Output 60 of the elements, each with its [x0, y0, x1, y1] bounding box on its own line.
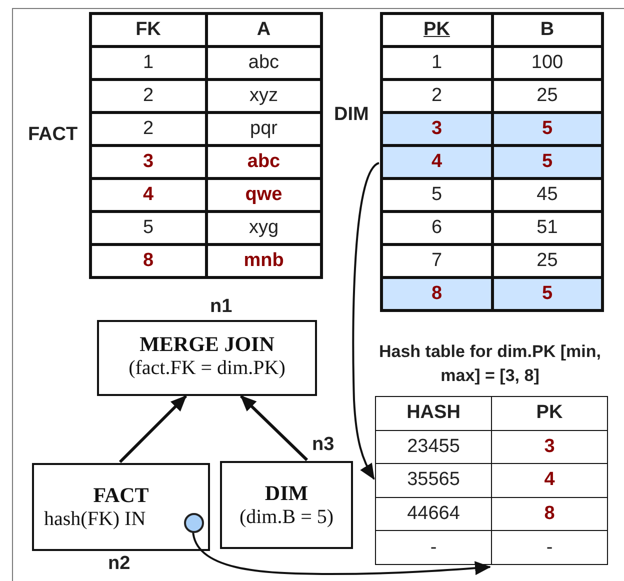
column-header: A [206, 14, 322, 46]
table-value: 1 [90, 46, 206, 80]
table-value: 2 [90, 112, 206, 146]
table-value: 5 [90, 212, 206, 244]
table-value: - [492, 530, 608, 564]
column-header: B [492, 14, 602, 46]
table-value: 8 [382, 278, 492, 310]
operator-box [220, 461, 353, 549]
table-title: FACT [28, 124, 78, 146]
table-value: mnb [206, 244, 322, 278]
arrow [118, 394, 188, 464]
table-value: 5 [382, 178, 492, 212]
operator-name: MERGE JOIN [138, 332, 276, 357]
table-value: 51 [492, 212, 602, 244]
arrow [352, 162, 380, 480]
table-value: 8 [492, 497, 608, 531]
table-value: 8 [90, 244, 206, 278]
table-value: 5 [492, 278, 602, 310]
operator-name: DIM [264, 481, 310, 506]
table-value: abc [206, 46, 322, 80]
table-value: 3 [382, 112, 492, 146]
table-value: 44664 [376, 497, 492, 531]
table-title: Hash table for dim.PK [min, max] = [3, 8] [378, 341, 602, 387]
table-value: xyg [206, 212, 322, 244]
node-id-label: n3 [312, 434, 334, 456]
operator-condition: (fact.FK = dim.PK) [128, 357, 286, 380]
table-value: - [376, 530, 492, 564]
table-value: 4 [382, 146, 492, 178]
node-id-label: n1 [210, 296, 232, 318]
table-value: 3 [90, 146, 206, 178]
column-header: PK [492, 396, 608, 430]
table-value: pqr [206, 112, 322, 146]
table-value: 2 [90, 80, 206, 112]
table-value: xyz [206, 80, 322, 112]
arrow [192, 530, 491, 576]
table-title: DIM [334, 104, 369, 126]
operator-name: FACT [92, 483, 150, 508]
operator-condition: hash(FK) IN [43, 508, 147, 531]
column-header: HASH [376, 396, 492, 430]
table-value: 23455 [376, 430, 492, 464]
table-value: 6 [382, 212, 492, 244]
table-value: 35565 [376, 464, 492, 498]
table-value: 1 [382, 46, 492, 80]
table-value: 100 [492, 46, 602, 80]
operator-box [97, 320, 317, 396]
table-value: 5 [492, 146, 602, 178]
arrow [240, 394, 308, 462]
operator-box [32, 463, 210, 551]
column-header: PK [382, 14, 492, 46]
table-value: abc [206, 146, 322, 178]
table-value: 45 [492, 178, 602, 212]
table-value: 5 [492, 112, 602, 146]
node-id-label: n2 [108, 553, 130, 575]
circle-marker [184, 513, 204, 533]
table-value: 4 [492, 464, 608, 498]
table-value: 3 [492, 430, 608, 464]
operator-condition: (dim.B = 5) [238, 506, 335, 529]
table-value: 4 [90, 178, 206, 212]
table-value: qwe [206, 178, 322, 212]
column-header: FK [90, 14, 206, 46]
